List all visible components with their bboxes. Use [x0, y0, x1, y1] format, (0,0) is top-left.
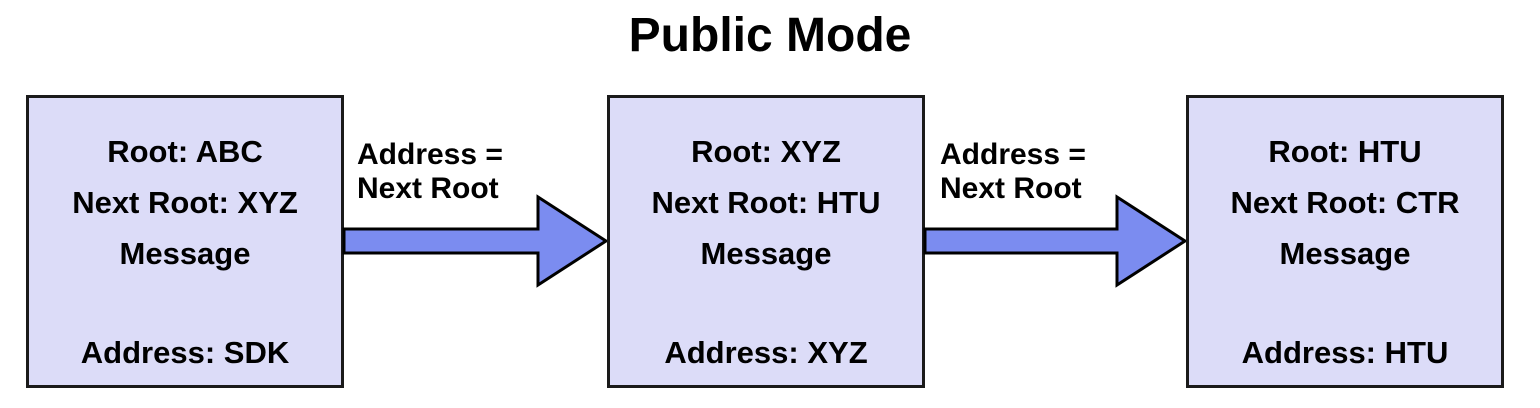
arrow-1-label-line-2: Next Root [357, 172, 499, 205]
node-box-3: Root: HTU Next Root: CTR Message Address… [1186, 95, 1504, 388]
node-box-1: Root: ABC Next Root: XYZ Message Address… [26, 95, 344, 388]
arrow-1-label-line-1: Address = [357, 138, 503, 171]
node-3-root: Root: HTU [1268, 134, 1422, 169]
diagram-title: Public Mode [628, 9, 912, 62]
arrow-right-shape [342, 194, 609, 288]
node-2-message: Message [700, 236, 832, 271]
node-1-next-root: Next Root: XYZ [72, 185, 298, 220]
arrow-2-label-line-1: Address = [940, 138, 1086, 171]
node-2-next-root: Next Root: HTU [651, 185, 881, 220]
arrow-right-icon [342, 194, 609, 288]
node-box-2: Root: XYZ Next Root: HTU Message Address… [607, 95, 925, 388]
node-1-root: Root: ABC [107, 134, 263, 169]
arrow-1-label: Address = Next Root [357, 138, 503, 206]
arrow-right-shape [923, 194, 1188, 288]
node-2-root: Root: XYZ [691, 134, 841, 169]
node-1-address: Address: SDK [80, 335, 290, 370]
arrow-2-label-line-2: Next Root [940, 172, 1082, 205]
node-1-message: Message [119, 236, 251, 271]
node-2-address: Address: XYZ [664, 335, 868, 370]
node-3-message: Message [1279, 236, 1411, 271]
node-3-address: Address: HTU [1241, 335, 1449, 370]
node-3-next-root: Next Root: CTR [1230, 185, 1460, 220]
arrow-right-icon [923, 194, 1188, 288]
arrow-2-label: Address = Next Root [940, 138, 1086, 206]
